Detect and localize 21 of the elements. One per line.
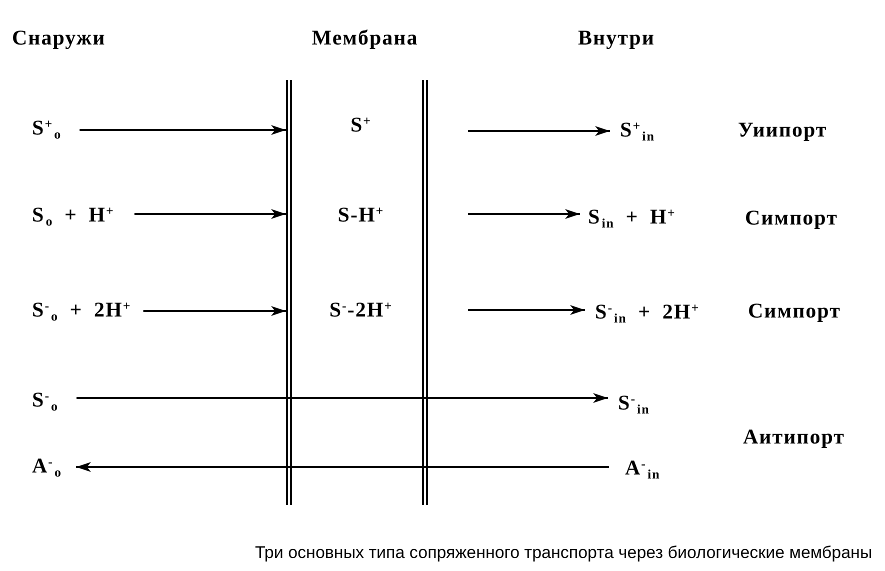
species-label: S$^{-}$-2H$^{+}$	[329, 295, 393, 325]
arrow	[80, 125, 286, 135]
species-label: S-H$^{+}$	[338, 200, 384, 230]
arrow	[468, 305, 585, 315]
transport-type-label: Аитипорт	[743, 423, 845, 450]
species-label: S$^{+}$	[350, 110, 372, 140]
species-label: S$_{o}$ + H$^{+}$	[32, 200, 114, 230]
arrow	[468, 209, 580, 219]
species-label: S$^{-}$$_{o}$ + 2H$^{+}$	[32, 295, 132, 325]
arrow	[134, 209, 286, 219]
figure-caption: Три основных типа сопряженного транспорта через биологические мембраны	[255, 542, 872, 564]
column-heading: Мембрана	[312, 24, 418, 52]
column-heading: Внутри	[578, 24, 655, 52]
transport-type-label: Уиипорт	[738, 116, 828, 144]
column-heading: Снаружи	[12, 24, 106, 52]
species-label: S$_{in}$ + H$^{+}$	[588, 202, 676, 232]
species-label: S$^{-}$$_{in}$ + 2H$^{+}$	[595, 297, 700, 327]
arrow	[468, 126, 610, 136]
transport-type-label: Симпорт	[748, 297, 841, 324]
transport-type-label: Симпорт	[745, 204, 838, 232]
arrow	[143, 306, 286, 316]
